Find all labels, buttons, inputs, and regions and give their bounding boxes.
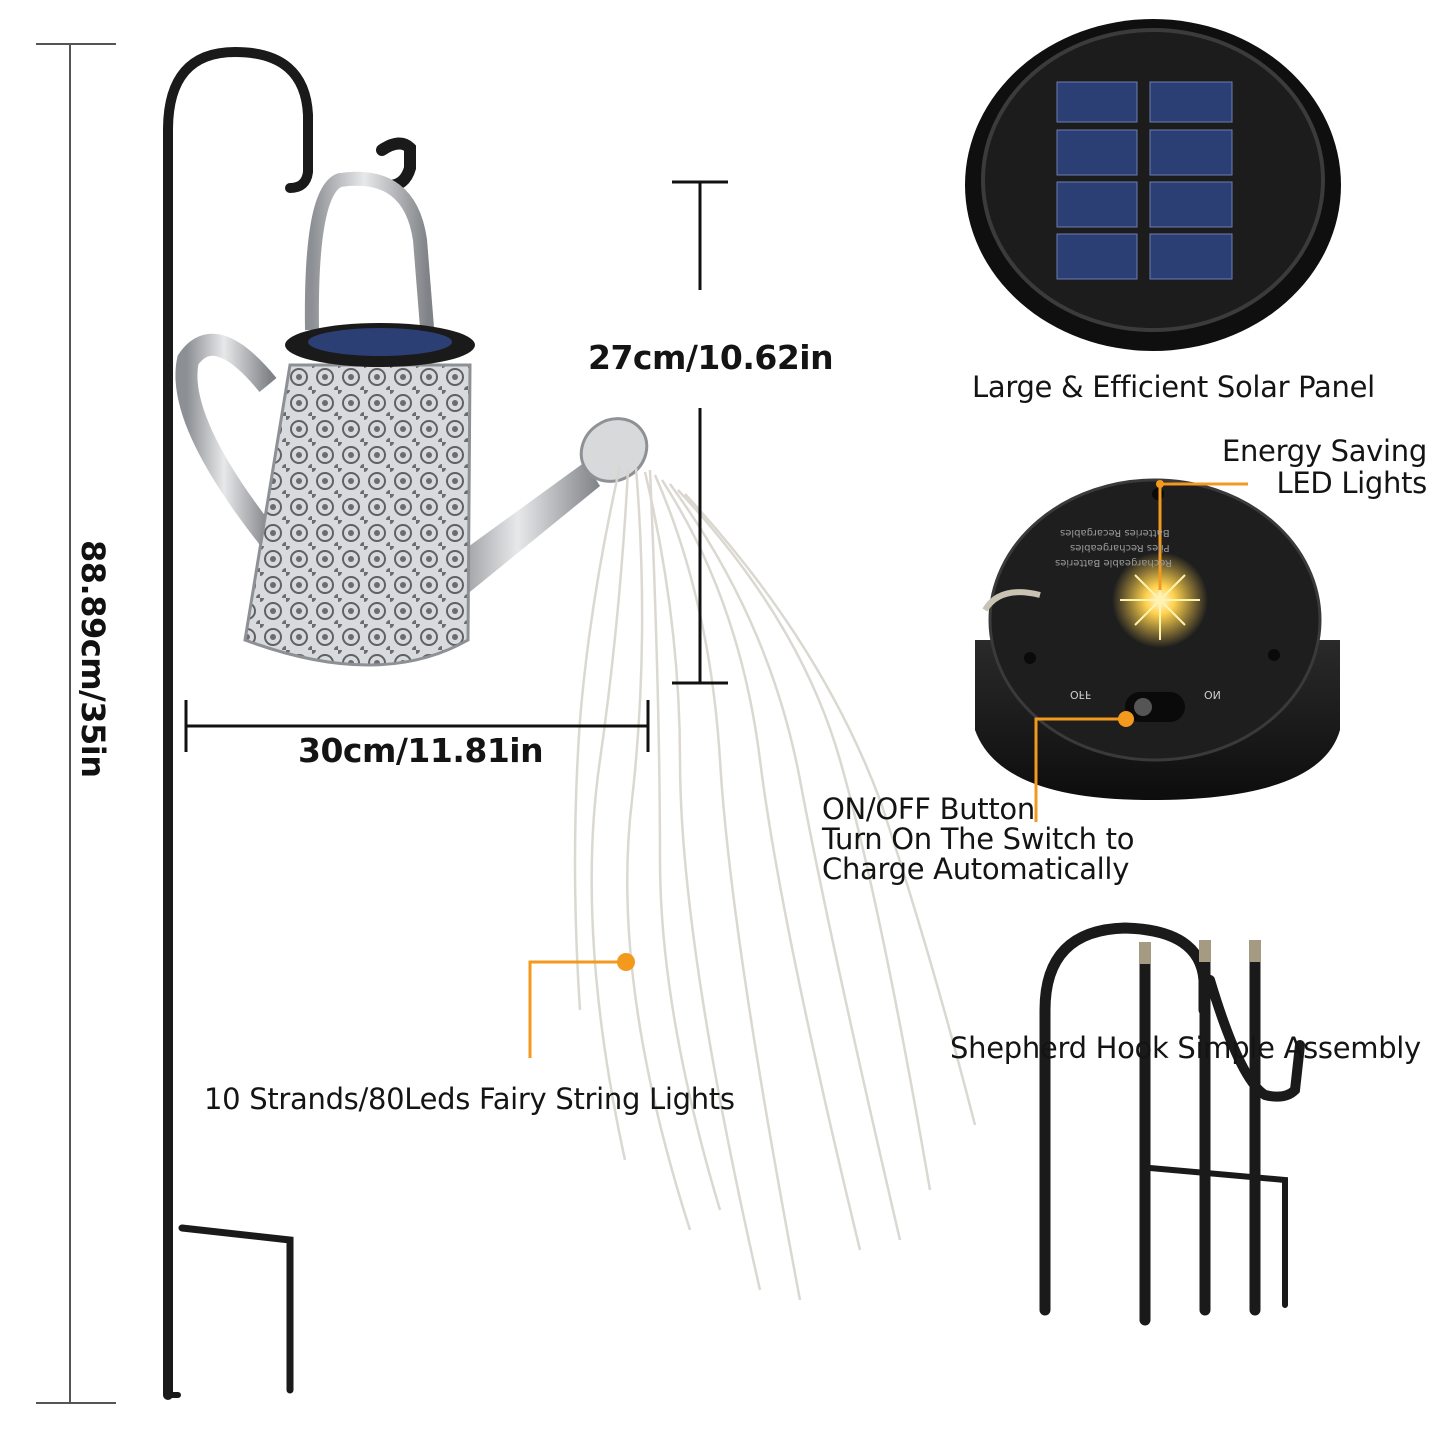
hook-thread-tips (1139, 940, 1261, 964)
can-height-label: 27cm/10.62in (588, 338, 834, 377)
height-dimension-line (36, 43, 116, 1404)
button-caption-line2: Turn On The Switch to (822, 822, 1135, 856)
led-caption-line1: Energy Saving (1221, 434, 1427, 468)
battery-marking-1: Batteries Recargables (1060, 527, 1170, 538)
battery-marking-3: Rechargeable Batteries (1055, 557, 1172, 568)
width-label: 30cm/11.81in (298, 731, 544, 770)
assembly-caption: Shepherd Hook Simple Assembly (950, 1031, 1421, 1065)
width-dimension-line (184, 700, 650, 752)
on-marking: ON (1204, 688, 1221, 701)
height-dimension-label: 88.89cm/35in (74, 540, 112, 778)
callout-dots (617, 480, 1164, 971)
solar-panel-caption: Large & Efficient Solar Panel (972, 370, 1375, 404)
can-height-dimension-line (672, 180, 728, 685)
fairy-string-lights (573, 465, 977, 1301)
button-caption-line3: Charge Automatically (822, 852, 1130, 886)
shepherd-hook-stake (163, 46, 416, 1400)
battery-marking-2: Piles Rechargeables (1070, 542, 1170, 553)
button-caption-line1: ON/OFF Button (822, 792, 1035, 826)
led-caption-line2: LED Lights (1276, 466, 1427, 500)
solar-panel-image (965, 19, 1341, 351)
hook-parts-image (1039, 922, 1305, 1326)
off-marking: OFF (1070, 688, 1092, 701)
watering-can (175, 171, 649, 667)
string-lights-caption: 10 Strands/80Leds Fairy String Lights (204, 1082, 735, 1116)
led-base-image (975, 478, 1340, 800)
